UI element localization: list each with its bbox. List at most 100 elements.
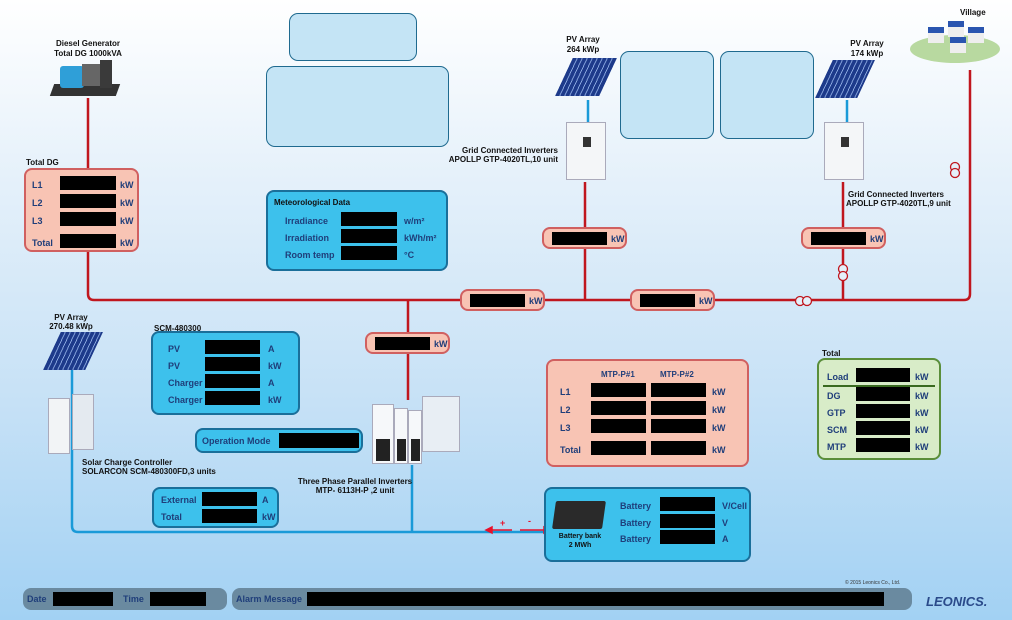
total-dg-panel: L1 kW L2 kW L3 kW Total kW [24,168,139,252]
battery-volt-cell-unit: V/Cell [722,501,748,511]
load-value [856,368,910,382]
mtp-l2-unit: kW [712,405,726,415]
gtp2-power-meter: kW [801,227,886,249]
total-dg-title: Total DG [26,158,59,167]
date-value [53,592,113,606]
pv1-capacity: 264 kWp [566,45,600,54]
mtp2-l2-value [651,401,706,415]
scc-line2: SOLARCON SCM-480300FD,3 units [82,467,216,476]
dg-l2-label: L2 [32,198,43,208]
scm-row-unit: A [268,344,275,354]
gtp-total-value [856,404,910,418]
transformer-icons [794,161,961,307]
minus-sign: - [528,516,531,526]
battery-panel: Battery bank 2 MWh Battery V/Cell Batter… [544,487,751,562]
pv3-capacity: 270.48 kWp [49,322,93,331]
generator-icon [49,60,121,100]
display-panel-1 [289,13,417,61]
totals-divider [823,385,935,387]
mtp-col1-header: MTP-P#1 [601,370,635,379]
mtp-power-unit: kW [434,339,448,349]
mtp-total-unit: kW [712,445,726,455]
mtp-total-row-value [856,438,910,452]
irradiance-value [341,212,397,226]
time-value [150,592,206,606]
dg-l2-value [60,194,116,208]
dg-l3-unit: kW [120,216,134,226]
mtp2-l3-value [651,419,706,433]
mtp-l1-label: L1 [560,387,571,397]
plus-sign: + [500,518,506,528]
totals-panel: Load kW DG kW GTP kW SCM kW MTP kW [817,358,941,460]
battery-bank-label: Battery bank [558,533,602,540]
met-title: Meteorological Data [274,198,351,207]
gci2-line2: APOLLP GTP-4020TL,9 unit [846,199,951,208]
battery-voltage-value [660,514,715,528]
gtp-total-label: GTP [827,408,846,418]
bus-power-value-1 [470,294,525,307]
scm-pv-current-value [205,340,260,354]
pv1-title: PV Array [566,35,600,44]
gci1-line1: Grid Connected Inverters [461,146,558,155]
dg-total-value [60,234,116,248]
mtp-l1-unit: kW [712,387,726,397]
alarm-message-value [307,592,884,606]
room-temp-value [341,246,397,260]
dg-l1-label: L1 [32,180,43,190]
external-label: External [161,495,197,505]
scm-row-unit: A [268,378,275,388]
village-label: Village [960,8,986,17]
dg-total-row-value [856,387,910,401]
battery-current-unit: A [722,534,729,544]
battery-voltage-unit: V [722,518,729,528]
battery-current-label: Battery [620,534,652,544]
load-unit: kW [915,372,929,382]
gtp1-power-unit: kW [611,234,625,244]
scm-row-label: Charger [168,395,203,405]
meteorological-panel: Meteorological Data Irradiance w/m² Irra… [266,190,448,271]
dg-l2-unit: kW [120,198,134,208]
mtp-l2-label: L2 [560,405,571,415]
mtp-inv-line1: Three Phase Parallel Inverters [297,477,413,486]
operation-mode-value [279,433,359,448]
irradiance-label: Irradiance [285,216,329,226]
scm-panel: PV A PV kW Charger A Charger kW [151,331,300,415]
pv2-title: PV Array [850,39,884,48]
scm-total-value [856,421,910,435]
display-panel-3 [620,51,714,139]
external-unit: A [262,495,269,505]
mtp-phase-panel: MTP-P#1 MTP-P#2 L1 kW L2 kW L3 kW Total … [546,359,749,467]
scm-title: SCM-480300 [154,324,202,333]
mtp1-l1-value [591,383,646,397]
bus-power-meter-1: kW [460,289,545,311]
mtp-total-row-unit: kW [915,442,929,452]
diesel-title: Diesel Generator [55,39,121,48]
irradiation-value [341,229,397,243]
charge-controller-icon [48,398,70,454]
gci1-line2: APOLLP GTP-4020TL,10 unit [448,155,558,164]
mtp1-l2-value [591,401,646,415]
dg-total-unit: kW [120,238,134,248]
dg-total-row-unit: kW [915,391,929,401]
parallel-inverter-icon [372,396,462,466]
external-total-label: Total [161,512,182,522]
grid-inverter-icon [824,122,864,180]
dg-total-row-label: DG [827,391,841,401]
irradiance-unit: w/m² [404,216,425,226]
bus-power-unit-1: kW [529,296,543,306]
gtp1-power-value [552,232,607,245]
external-current-value [202,492,257,506]
leonics-logo: LEONICS. [926,594,988,609]
mtp1-total-value [591,441,646,455]
irradiation-unit: kWh/m² [404,233,437,243]
battery-voltage-label: Battery [620,518,652,528]
dg-l1-value [60,176,116,190]
scm-row-unit: kW [268,395,282,405]
bus-power-unit-2: kW [699,296,713,306]
external-total-value [202,509,257,523]
mtp-total-row-label: MTP [827,442,846,452]
mtp1-l3-value [591,419,646,433]
gtp2-power-unit: kW [870,234,884,244]
